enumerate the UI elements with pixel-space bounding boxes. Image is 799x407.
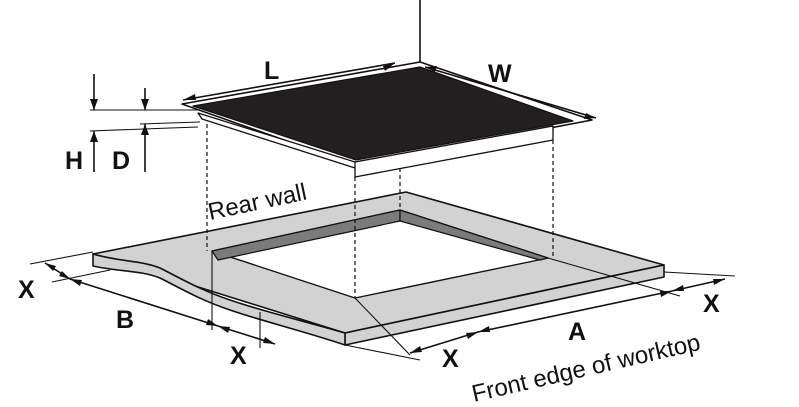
label-L: L: [264, 57, 279, 85]
extension-line: [547, 257, 681, 297]
worktop: [92, 191, 665, 346]
dimension-line: [477, 290, 673, 333]
arrowhead: [141, 124, 149, 135]
arrowhead: [466, 332, 478, 339]
arrowhead: [141, 99, 149, 110]
label-X-front-left: X: [230, 342, 247, 370]
arrowhead: [90, 99, 98, 110]
dimension-X-front-right: X: [344, 297, 479, 373]
extension-line: [139, 121, 201, 125]
dimension-X-front-left: X: [211, 251, 276, 370]
dimension-L: L: [182, 57, 396, 101]
extension-line: [354, 297, 411, 356]
arrowhead: [90, 131, 98, 142]
arrowhead: [713, 279, 725, 285]
dimension-A: A: [477, 257, 681, 346]
arrowhead: [218, 326, 230, 333]
arrowhead: [59, 271, 70, 279]
arrowhead: [584, 113, 596, 119]
extension-line: [663, 271, 736, 277]
arrowhead: [183, 94, 196, 100]
arrowhead: [425, 66, 437, 72]
label-D: D: [112, 147, 130, 175]
hob-glass-top: [192, 66, 574, 161]
hob: [181, 61, 593, 178]
arrowhead: [45, 263, 56, 271]
arrowhead: [263, 337, 275, 344]
extension-line: [29, 251, 94, 265]
extension-line: [51, 269, 111, 283]
dimension-line: [409, 331, 479, 354]
arrowhead: [672, 285, 684, 291]
extension-line: [344, 344, 421, 361]
dimension-W: W: [424, 60, 597, 119]
label-B: B: [116, 306, 134, 334]
arrowhead: [410, 346, 422, 353]
projection-lines: [206, 124, 554, 298]
arrowhead: [660, 291, 672, 297]
arrowhead: [383, 63, 395, 71]
label-X-left: X: [18, 276, 35, 304]
label-A: A: [568, 318, 586, 346]
arrowhead: [70, 279, 82, 286]
cutout-inner-wall-right: [399, 209, 549, 261]
dimension-line: [182, 62, 396, 101]
dimension-line: [424, 66, 597, 119]
dimension-line: [69, 278, 219, 327]
label-X-right: X: [703, 290, 720, 318]
dimension-X-left: X: [18, 251, 111, 304]
dimension-H-D: H D: [65, 74, 201, 175]
dimension-X-right: X: [663, 271, 736, 318]
arrowhead: [478, 326, 490, 332]
label-W: W: [488, 60, 512, 88]
label-X-front-right: X: [442, 345, 459, 373]
label-H: H: [65, 147, 83, 175]
